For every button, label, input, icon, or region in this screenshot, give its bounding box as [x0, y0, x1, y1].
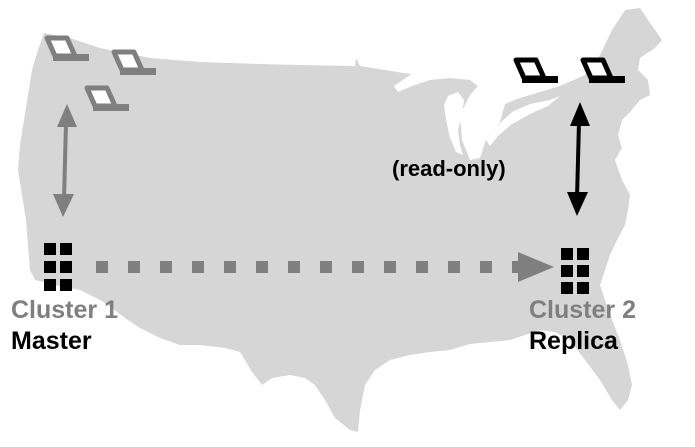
west-laptop-icon-3 [87, 88, 129, 111]
lake-michigan [444, 92, 464, 155]
lake-erie [486, 96, 560, 146]
us-map-shape [18, 8, 662, 432]
replication-dotted-arrow [96, 252, 554, 282]
east-bidirectional-arrow [567, 102, 590, 216]
east-laptop-icon-2 [583, 60, 625, 83]
west-laptop-icon-1 [47, 38, 89, 61]
west-bidirectional-arrow [53, 104, 77, 217]
east-laptop-icon-1 [516, 60, 558, 83]
cluster-2-role: Replica [529, 327, 618, 355]
lake-superior [394, 68, 470, 92]
west-laptop-icon-2 [114, 52, 156, 75]
cluster-2-name: Cluster 2 [529, 296, 636, 324]
read-only-label: (read-only) [392, 156, 506, 181]
cluster-1-name: Cluster 1 [11, 296, 118, 324]
cluster-2-server-grid-icon [561, 248, 589, 294]
cluster-1-server-grid-icon [44, 243, 72, 291]
cluster-1-role: Master [11, 327, 92, 355]
